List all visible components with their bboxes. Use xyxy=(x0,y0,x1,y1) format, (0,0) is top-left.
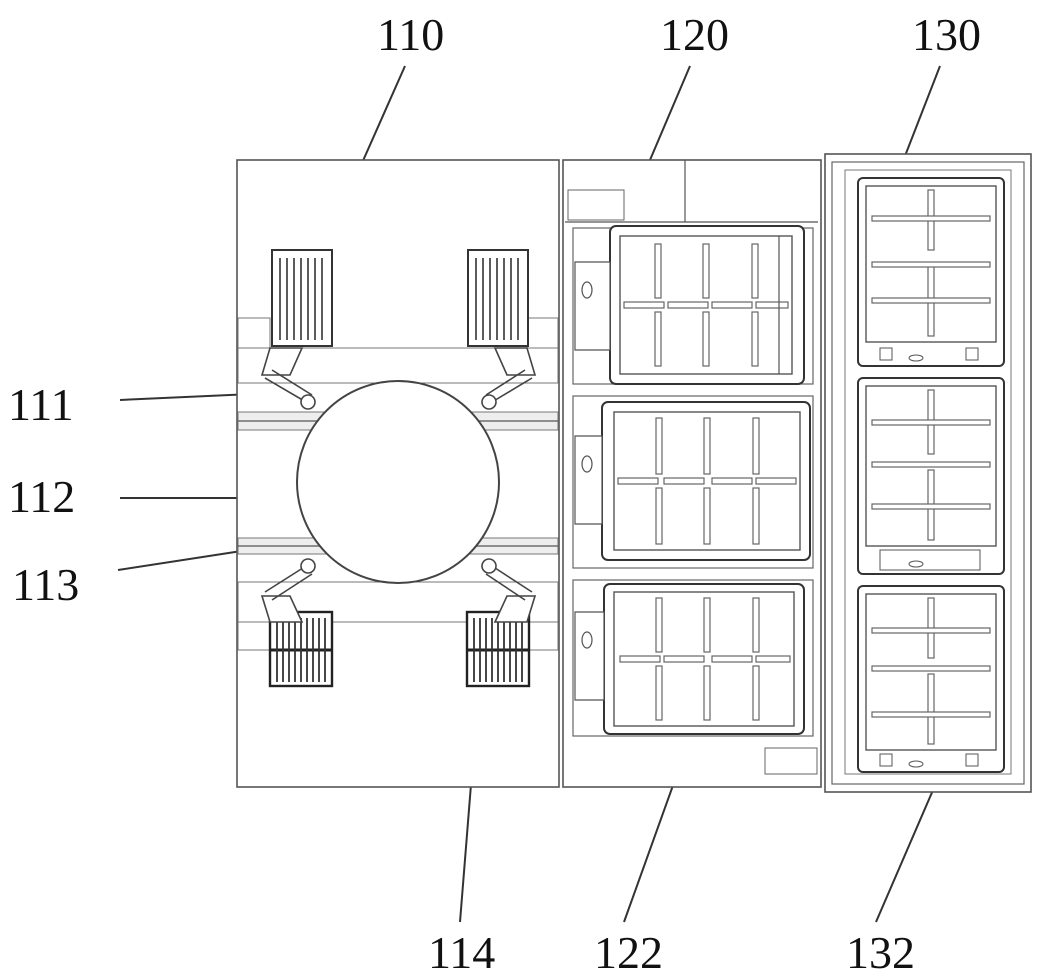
lower-right-rack xyxy=(465,610,531,688)
middle-tray-1 xyxy=(572,225,814,385)
upper-right-rack xyxy=(467,249,529,347)
right-tray-2 xyxy=(857,377,1005,575)
rotary-table xyxy=(296,380,500,584)
ref-label-132: 132 xyxy=(846,927,915,978)
leader-line-113 xyxy=(117,549,249,571)
section-110-transfer-area xyxy=(236,159,560,788)
ref-label-122: 122 xyxy=(594,927,663,978)
upper-left-rack xyxy=(271,249,333,347)
ref-label-113: 113 xyxy=(12,559,79,610)
leader-line-110 xyxy=(361,65,406,164)
leader-line-130 xyxy=(904,65,941,157)
right-tray-1 xyxy=(857,177,1005,367)
ref-label-120: 120 xyxy=(660,9,729,60)
section-120-tray-station xyxy=(562,159,822,788)
ref-label-112: 112 xyxy=(8,471,75,522)
section-130-tray-rack xyxy=(824,153,1032,793)
leader-line-120 xyxy=(649,65,691,161)
ref-label-130: 130 xyxy=(912,9,981,60)
ref-label-114: 114 xyxy=(428,927,495,978)
lower-left-rack xyxy=(268,610,334,688)
right-tray-3 xyxy=(857,585,1005,773)
robot-arms xyxy=(260,347,537,623)
middle-tray-2 xyxy=(572,395,814,569)
ref-label-111: 111 xyxy=(8,379,74,430)
middle-tray-3 xyxy=(572,579,814,737)
ref-label-110: 110 xyxy=(377,9,444,60)
